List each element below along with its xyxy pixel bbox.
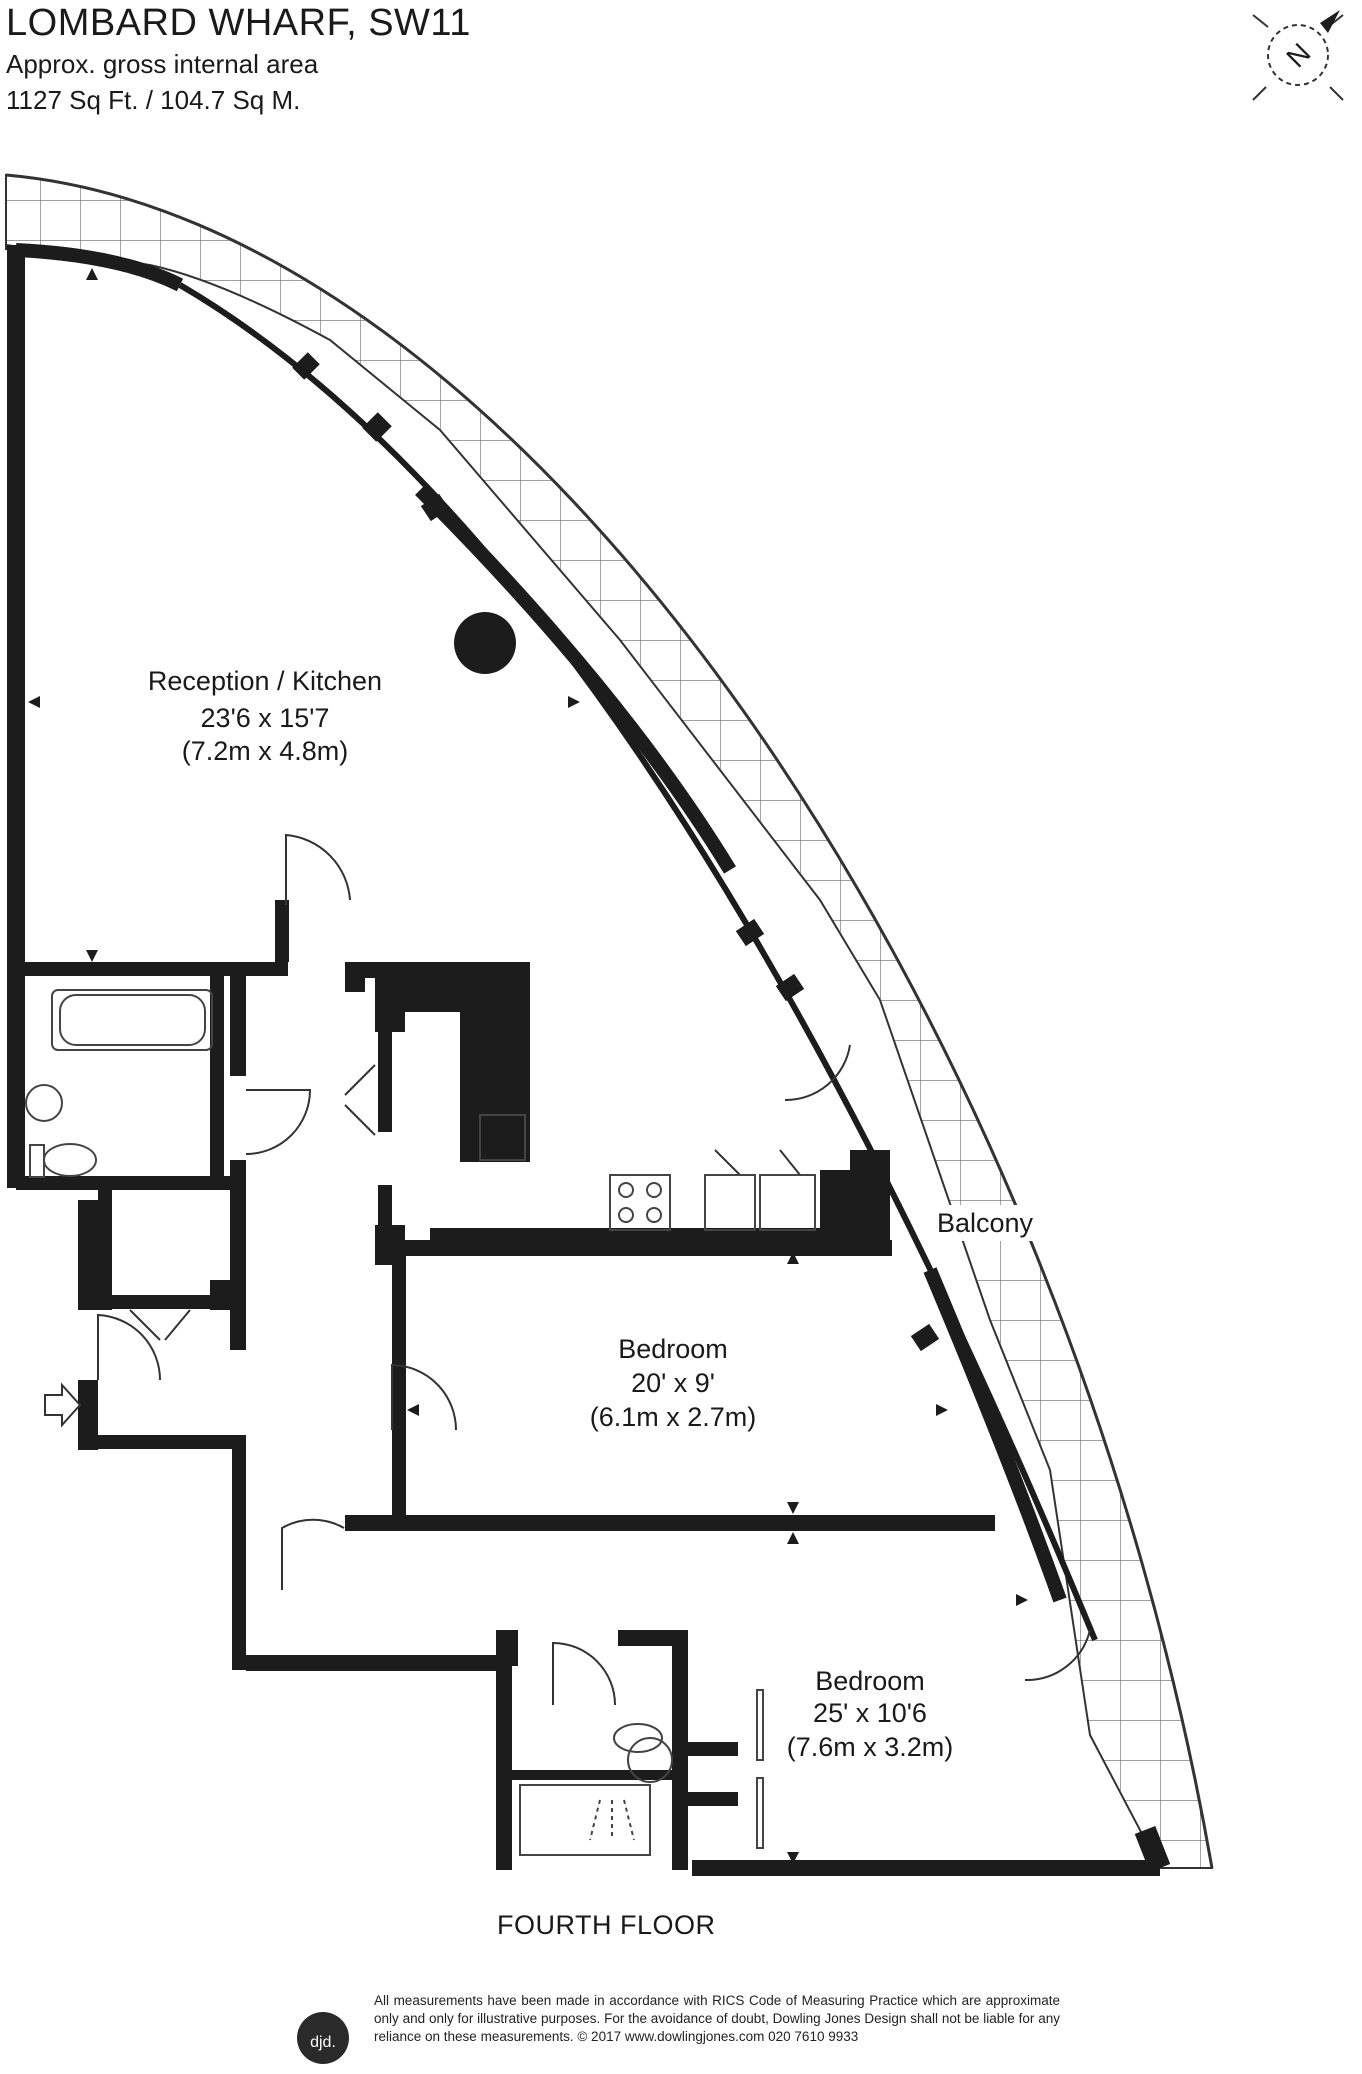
door-balcony-1	[784, 1044, 851, 1102]
north-arrow-icon	[1320, 10, 1340, 33]
compass-north-label: N	[1280, 37, 1316, 73]
bath-icon	[51, 989, 213, 1051]
hob-icon	[609, 1174, 671, 1231]
room-name: Reception / Kitchen	[148, 666, 382, 696]
door-ensuite	[552, 1641, 616, 1706]
shower-icon	[519, 1784, 651, 1856]
door-bedroom-2	[281, 1518, 345, 1590]
interior-walls	[16, 612, 995, 1870]
door-balcony-2	[1024, 1629, 1091, 1682]
room-size-imperial: 25' x 10'6	[813, 1698, 927, 1728]
header: LOMBARD WHARF, SW11 Approx. gross intern…	[6, 0, 471, 118]
room-size-metric: (7.2m x 4.8m)	[182, 736, 349, 766]
fixtures	[25, 989, 816, 1856]
outer-walls	[7, 243, 1171, 1876]
toilet-icon	[43, 1143, 97, 1177]
compass: N	[1252, 10, 1344, 101]
room-size-metric: (7.6m x 3.2m)	[787, 1732, 954, 1762]
disclaimer-text: All measurements have been made in accor…	[374, 1993, 1060, 2044]
room-name: Bedroom	[618, 1334, 728, 1364]
floor-label: FOURTH FLOOR	[497, 1910, 716, 1940]
room-name: Bedroom	[815, 1666, 925, 1696]
room-labels: Reception / Kitchen 23'6 x 15'7 (7.2m x …	[148, 666, 1040, 1762]
entrance-arrow-icon	[44, 1382, 82, 1428]
ensuite-basin-icon	[627, 1737, 673, 1783]
basin-icon	[25, 1084, 63, 1122]
djd-logo: djd.	[297, 2012, 349, 2064]
kitchen-sink-icon	[479, 1114, 526, 1161]
doors	[97, 833, 1091, 1706]
area-value: 1127 Sq Ft. / 104.7 Sq M.	[6, 85, 301, 115]
door-bathroom	[245, 1089, 312, 1155]
room-size-imperial: 23'6 x 15'7	[201, 703, 330, 733]
room-size-metric: (6.1m x 2.7m)	[590, 1402, 757, 1432]
door-bedroom-1	[391, 1363, 457, 1431]
door-reception	[285, 833, 351, 905]
dimension-arrows	[28, 268, 1028, 1864]
door-entrance	[97, 1313, 162, 1381]
room-size-imperial: 20' x 9'	[631, 1368, 715, 1398]
balcony-label: Balcony	[937, 1208, 1034, 1238]
property-title: LOMBARD WHARF, SW11	[6, 2, 471, 44]
balcony-area	[5, 173, 1214, 1869]
area-label: Approx. gross internal area	[6, 49, 319, 79]
